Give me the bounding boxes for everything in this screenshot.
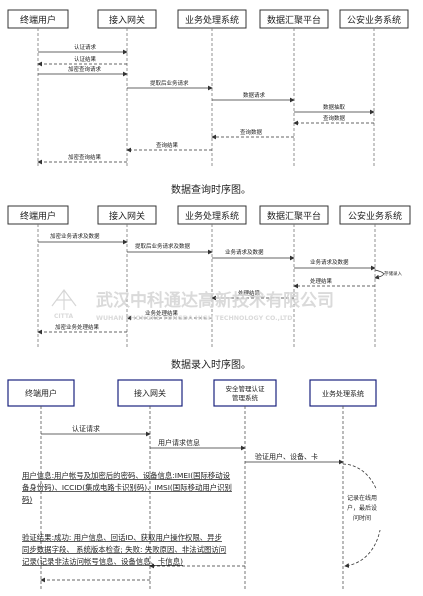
auth-actor-2-line1: 安全管理认证 (226, 384, 266, 393)
entry-actor-0: 终端用户 (20, 210, 56, 222)
entry-msg-8: 加密业务处理结果 (55, 323, 100, 331)
query-actor-2: 业务处理系统 (185, 14, 239, 26)
auth-result-text: 验证结果:成功: 用户信息、回话ID、获取用户操作权限、异步 同步数据字段、 系… (22, 533, 226, 566)
auth-messages (40, 431, 382, 583)
watermark: CITTA 武汉中科通达高新技术有限公司 WUHAN ZHONGKE TONGD… (51, 289, 334, 322)
entry-msg-6: 处理结果 (238, 289, 261, 297)
query-msg-5: 数据抽取 (323, 103, 346, 111)
entry-actor-4: 公安业务系统 (348, 210, 402, 222)
auth-info-line-0: 用户信息:用户帐号及加密后的密码、设备信息:IMEI(国际移动设 (22, 471, 231, 480)
query-msg-7: 查询数据 (240, 128, 263, 136)
entry-msg-3: 业务请求及数据 (310, 258, 349, 266)
entry-message-labels: 加密业务请求及数据 提取后业务请求及数据 业务请求及数据 业务请求及数据 存储录… (50, 232, 402, 331)
entry-messages (37, 239, 384, 335)
entry-msg-4: 存储录入 (384, 270, 402, 277)
auth-actor-1: 接入网关 (134, 388, 166, 398)
auth-note-line-1: 户，最后设 (347, 504, 377, 512)
entry-msg-2: 业务请求及数据 (225, 248, 264, 256)
query-actor-4: 公安业务系统 (347, 14, 401, 26)
query-msg-2: 加密查询请求 (68, 65, 102, 73)
query-msg-8: 查询结果 (156, 141, 179, 149)
auth-note-line-0: 记录在线用 (347, 494, 377, 502)
entry-msg-7: 业务处理结果 (145, 309, 179, 317)
auth-diagram: 终端用户 接入网关 安全管理认证 管理系统 业务处理系统 认证请求 用户请求信息… (7, 379, 382, 590)
watermark-logo-text: CITTA (54, 313, 73, 320)
auth-msg-1: 认证请求 (72, 424, 100, 433)
query-actor-3: 数据汇聚平台 (267, 14, 321, 26)
auth-actors: 终端用户 接入网关 安全管理认证 管理系统 业务处理系统 (7, 379, 377, 407)
auth-info-line-1: 备身份码)、ICCID(集成电路卡识别码)、IMSI(国际移动用户识别 (22, 483, 232, 492)
query-actor-1: 接入网关 (109, 14, 145, 26)
auth-lifelines (40, 406, 344, 590)
entry-actors: 终端用户 接入网关 业务处理系统 数据汇聚平台 公安业务系统 (7, 205, 411, 225)
auth-actor-0: 终端用户 (25, 388, 57, 398)
entry-caption: 数据录入时序图。 (171, 358, 251, 371)
auth-msg-2: 用户请求信息 (158, 438, 200, 447)
query-msg-9: 加密查询结果 (68, 153, 102, 161)
entry-actor-1: 接入网关 (109, 210, 145, 222)
query-actor-0: 终端用户 (20, 14, 56, 26)
query-msg-3: 提取后业务请求 (150, 79, 189, 87)
query-msg-1: 认证结果 (74, 55, 97, 63)
entry-diagram: 终端用户 接入网关 业务处理系统 数据汇聚平台 公安业务系统 (7, 205, 411, 371)
auth-note: 记录在线用 户，最后设 问时间 (347, 494, 377, 522)
auth-result-line-2: 记录(记录非法访问帐号信息、设备信息、卡信息) (22, 557, 183, 566)
entry-msg-1: 提取后业务请求及数据 (135, 242, 191, 250)
auth-actor-3: 业务处理系统 (322, 389, 364, 398)
watermark-main: 武汉中科通达高新技术有限公司 (96, 290, 334, 311)
auth-info-text: 用户信息:用户帐号及加密后的密码、设备信息:IMEI(国际移动设 备身份码)、I… (22, 471, 232, 504)
auth-actor-2-line2: 管理系统 (232, 393, 259, 402)
auth-result-line-1: 同步数据字段、 系统版本检查; 失败: 失败原因、非法试图访问 (22, 545, 226, 554)
query-msg-6: 查询数据 (323, 114, 346, 122)
query-diagram: 终端用户 接入网关 业务处理系统 数据汇聚平台 公安业务系统 (7, 9, 409, 196)
watermark-logo-icon (51, 289, 77, 310)
query-caption: 数据查询时序图。 (171, 183, 251, 196)
entry-msg-0: 加密业务请求及数据 (50, 232, 100, 240)
auth-info-line-2: 码) (22, 495, 32, 504)
auth-msg-3: 验证用户、设备、卡 (255, 452, 318, 461)
query-msg-4: 数据请求 (243, 91, 266, 99)
query-actors: 终端用户 接入网关 业务处理系统 数据汇聚平台 公安业务系统 (7, 9, 409, 29)
query-lifelines (37, 28, 375, 168)
auth-note-line-2: 问时间 (353, 514, 371, 522)
query-messages (37, 49, 375, 165)
entry-msg-5: 处理结果 (310, 277, 333, 285)
auth-note-bg (344, 490, 382, 530)
watermark-sub: WUHAN ZHONGKE TONGDA HIGH TECHNOLOGY CO.… (96, 315, 295, 322)
auth-result-line-0: 验证结果:成功: 用户信息、回话ID、获取用户操作权限、异步 (22, 533, 222, 542)
entry-actor-2: 业务处理系统 (185, 210, 239, 222)
query-msg-0: 认证请求 (74, 43, 97, 51)
query-message-labels: 认证请求 认证结果 加密查询请求 提取后业务请求 数据请求 数据抽取 查询数据 … (68, 43, 346, 161)
entry-actor-3: 数据汇聚平台 (267, 210, 321, 222)
